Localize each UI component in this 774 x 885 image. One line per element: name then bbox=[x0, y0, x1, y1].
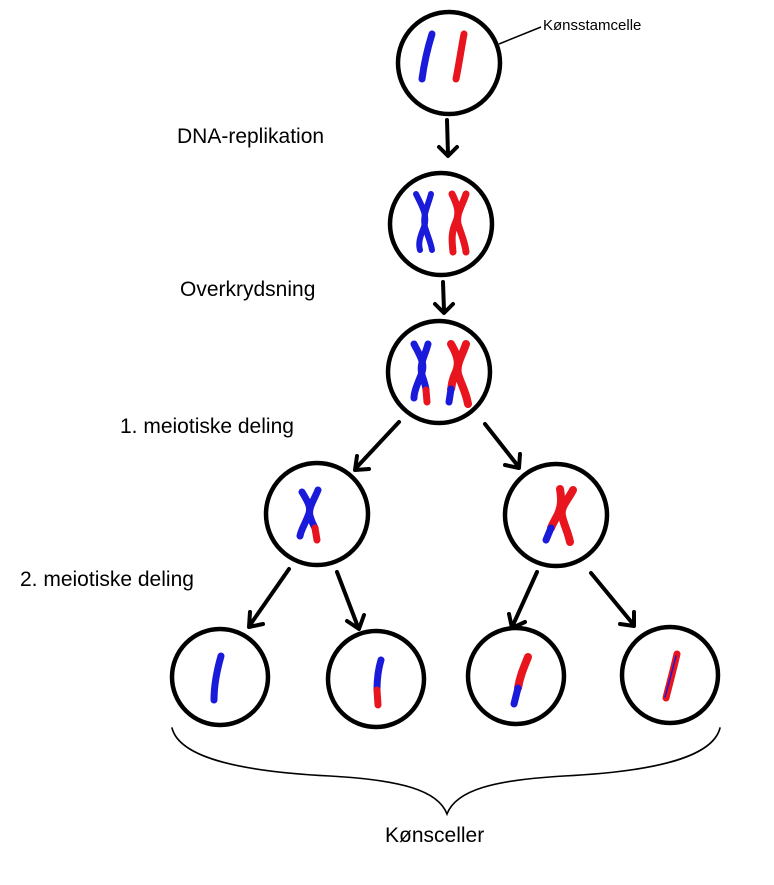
arrow-replication bbox=[437, 118, 459, 158]
stem-cell-callout: Kønsstamcelle bbox=[498, 17, 641, 45]
meiosis-1-label: 1. meiotiske deling bbox=[120, 415, 294, 438]
gamete-1 bbox=[169, 626, 271, 728]
gametes-label: Kønsceller bbox=[385, 824, 484, 847]
crossover-cell-membrane bbox=[385, 318, 493, 426]
stem-cell-membrane bbox=[395, 9, 503, 117]
daughter-cell-left bbox=[263, 460, 371, 568]
arrow-meiosis1-right bbox=[483, 422, 522, 470]
chromosome-red-x bbox=[448, 190, 470, 256]
callout-leader-line bbox=[498, 26, 542, 45]
gamete-3-membrane bbox=[465, 625, 567, 727]
chromosome-red bbox=[452, 30, 468, 83]
arrow-meiosis2-ll bbox=[247, 567, 291, 629]
dna-replication-label: DNA-replikation bbox=[177, 125, 324, 148]
crossing-over-label: Overkrydsning bbox=[180, 278, 315, 301]
gamete-brace bbox=[171, 727, 721, 817]
stem-cell-label: Kønsstamcelle bbox=[543, 17, 641, 34]
daughter-cell-right bbox=[502, 461, 610, 569]
stem-cell bbox=[395, 9, 503, 117]
arrow-meiosis2-rl bbox=[507, 570, 539, 630]
gamete-1-membrane bbox=[169, 626, 271, 728]
arrow-crossing-over bbox=[433, 280, 455, 315]
replicated-cell bbox=[387, 170, 495, 278]
chromosome-blue bbox=[418, 30, 436, 83]
daughter-cell-left-membrane bbox=[263, 460, 371, 568]
gamete-2 bbox=[325, 628, 427, 730]
gamete-3 bbox=[465, 625, 567, 727]
replicated-cell-membrane bbox=[387, 170, 495, 278]
chromosome-red-x-recombined bbox=[445, 340, 472, 408]
arrow-meiosis2-rr bbox=[589, 571, 636, 628]
arrow-meiosis1-left bbox=[353, 420, 401, 472]
chromosome-blue-x bbox=[413, 191, 435, 253]
meiosis-2-label: 2. meiotiske deling bbox=[20, 568, 194, 591]
chromosome-blue-x-recombined bbox=[410, 340, 432, 406]
gamete-4 bbox=[619, 624, 721, 726]
arrow-meiosis2-lr bbox=[335, 570, 366, 631]
crossover-cell bbox=[385, 318, 493, 426]
